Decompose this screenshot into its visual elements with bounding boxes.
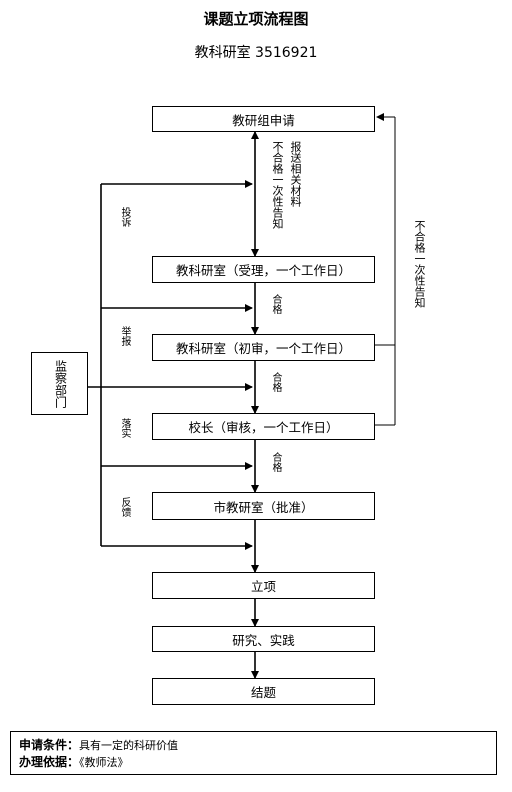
page-title: 课题立项流程图 [203,10,309,28]
establish-box: 立项 [152,572,375,599]
supervise-label: 监察部门 [53,359,68,408]
accept-box: 教科研室（受理，一个工作日） [152,256,375,283]
pass-label-2: 合格 [270,372,281,392]
basis-label: 办理依据： [19,755,80,769]
supervise-box: 监察部门 [31,352,88,415]
footer-info: 申请条件：具有一定的科研价值 办理依据：《教师法》 [10,731,497,775]
send-materials-label: 报送相关材料 [289,141,302,207]
basis-value: 《教师法》 [79,756,129,769]
condition-value: 具有一定的科研价值 [79,739,179,752]
apply-box: 教研组申请 [152,106,375,132]
report-label: 举报 [119,326,130,346]
complaint-label: 投诉 [119,207,130,227]
feedback-label: 反馈 [119,497,130,517]
research-box: 研究、实践 [152,626,375,652]
conclude-box: 结题 [152,678,375,705]
pass-label-3: 合格 [270,452,281,472]
page-subtitle: 教科研室 3516921 [194,45,318,61]
condition-label: 申请条件： [19,738,80,752]
fail-notice-left-label: 不合格一次性告知 [271,141,284,229]
basis-row: 办理依据：《教师法》 [19,754,488,771]
pass-label-1: 合格 [270,294,281,314]
first-review-box: 教科研室（初审，一个工作日） [152,334,375,361]
city-box: 市教研室（批准） [152,492,375,520]
fail-notice-right-label: 不合格一次性告知 [413,220,426,308]
condition-row: 申请条件：具有一定的科研价值 [19,737,488,754]
implement-label: 落实 [119,418,130,438]
principal-box: 校长（审核，一个工作日） [152,413,375,440]
